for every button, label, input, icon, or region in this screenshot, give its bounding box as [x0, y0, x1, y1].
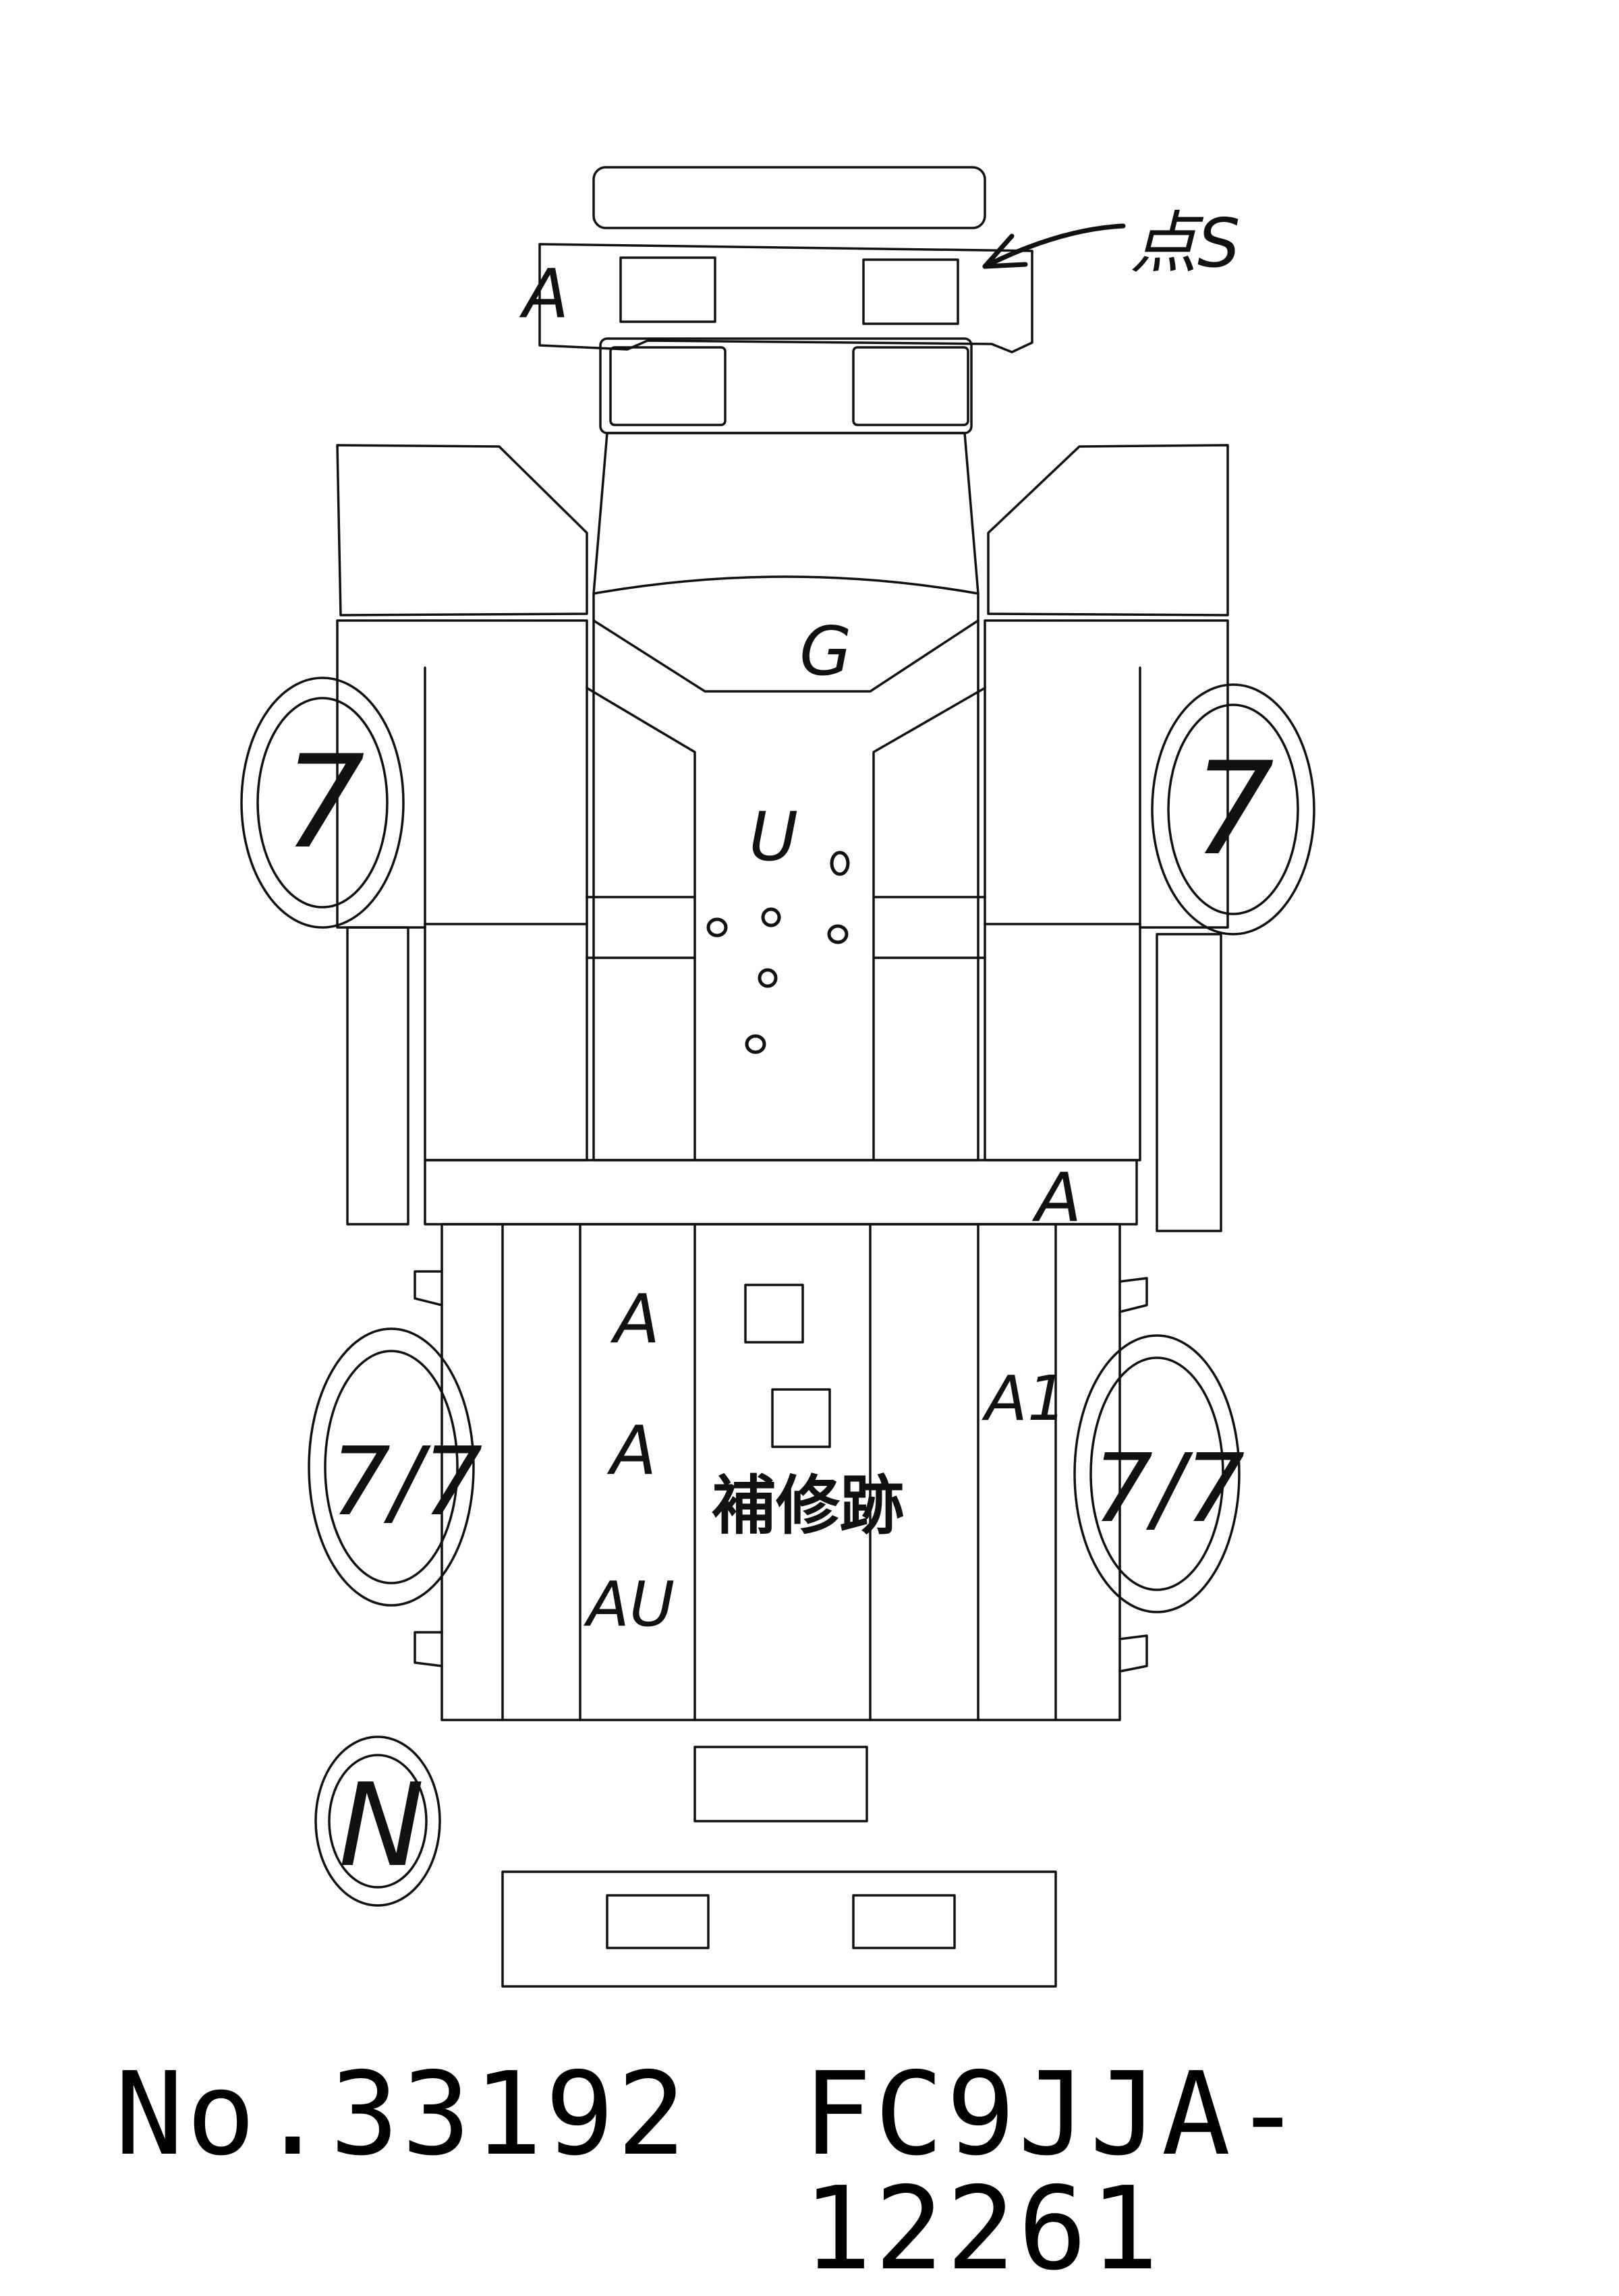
front-arrow	[982, 223, 1126, 269]
front-left-tire	[240, 677, 405, 929]
rear-bumper	[501, 1870, 1057, 1988]
cab-rear-bar	[424, 1159, 1138, 1226]
rear-left-tire-code: 7/7	[331, 1427, 482, 1537]
left-fender	[336, 444, 588, 1226]
front-arrow-note: 点S	[1130, 204, 1240, 283]
roof-code: U	[749, 797, 798, 876]
front-right-tire	[1151, 683, 1315, 936]
rear-gate	[693, 1746, 868, 1823]
front-bumper	[538, 243, 1033, 353]
rear-right-tire	[1073, 1334, 1241, 1613]
rear-side-code: A	[1031, 1158, 1081, 1237]
hood-code: G	[799, 612, 852, 691]
rear-left-tire	[308, 1327, 475, 1607]
roof-dent-dots	[706, 851, 850, 1054]
bed-code-1: A	[610, 1280, 660, 1358]
bed-code-3: AU	[584, 1568, 675, 1640]
repair-boxes	[744, 1284, 831, 1448]
inspection-number: No.33192	[115, 2048, 689, 2181]
front-left-tire-code: 7	[283, 728, 365, 877]
spare-tire-code: N	[339, 1759, 424, 1893]
headlight-panel	[599, 337, 973, 434]
cab-body	[586, 432, 986, 1161]
right-fender	[984, 444, 1229, 1232]
rear-right-tire-code: 7/7	[1093, 1434, 1245, 1544]
chassis-number: FC9JJA-12261	[803, 2048, 1305, 2296]
bed-side-code: A1	[982, 1362, 1067, 1435]
repair-note: 補修跡	[712, 1469, 904, 1543]
bed-code-2: A	[606, 1411, 656, 1490]
cargo-bed	[414, 1223, 1148, 1721]
front-right-tire-code: 7	[1193, 735, 1274, 884]
front-grille	[592, 166, 986, 229]
front-bumper-code: A	[519, 254, 569, 333]
spare-tire	[314, 1735, 441, 1907]
